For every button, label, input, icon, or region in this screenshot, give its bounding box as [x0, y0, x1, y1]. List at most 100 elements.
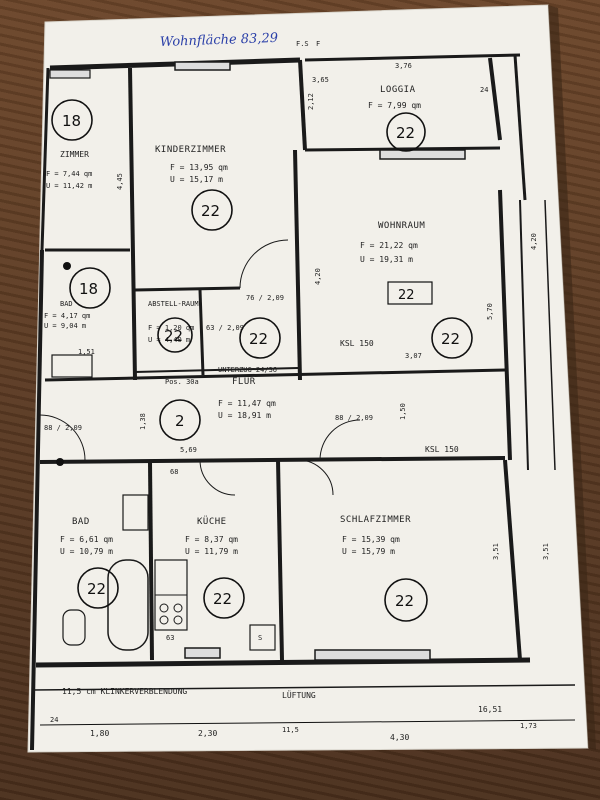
paper-shadow: [548, 5, 596, 750]
flur-area: F = 11,47 qm: [218, 399, 276, 408]
bad-small-name: BAD: [60, 300, 73, 308]
dim-b5: 1,73: [520, 722, 537, 730]
svg-text:22: 22: [249, 330, 268, 348]
wohnraum-area: F = 21,22 qm: [360, 241, 418, 250]
lueftung-label: LÜFTUNG: [282, 690, 316, 700]
dim-5-69: 5,69: [180, 446, 197, 454]
svg-text:22: 22: [396, 124, 415, 142]
plan-walls: [30, 53, 576, 751]
ksl-top: KSL 150: [340, 339, 374, 348]
dim-3-07: 3,07: [405, 352, 422, 360]
room-schlafzimmer: SCHLAFZIMMER F = 15,39 qm U = 15,79 m: [340, 515, 411, 556]
dim-1-50: 1,50: [399, 403, 407, 420]
loggia-dim-side: 2,12: [307, 93, 315, 110]
door-88-left: 88 / 2,09: [44, 424, 82, 432]
svg-text:22: 22: [164, 327, 183, 345]
dim-b2: 2,30: [198, 729, 217, 738]
s-mark: S: [258, 634, 262, 642]
code-circle-bad: 22: [77, 567, 119, 609]
bad-area: F = 6,61 qm: [60, 535, 113, 544]
code-circle-abstell: 22: [157, 317, 193, 353]
bad-small-perimeter: U = 9,04 m: [44, 322, 86, 330]
unterzug-label: UNTERZUG 24/36: [218, 366, 277, 374]
svg-text:22: 22: [201, 202, 220, 220]
loggia-name: LOGGIA: [380, 85, 416, 95]
schlaf-area: F = 15,39 qm: [342, 535, 400, 544]
room-kinderzimmer: KINDERZIMMER F = 13,95 qm U = 15,17 m 4,…: [116, 145, 228, 190]
svg-text:18: 18: [62, 112, 81, 130]
wohnraum-box-code: 22: [398, 288, 415, 303]
hole-bottom: [56, 458, 64, 466]
loggia-dim-width: 3,76: [395, 62, 412, 70]
kueche-area: F = 8,37 qm: [185, 535, 238, 544]
zimmer-left-perimeter: U = 11,42 m: [46, 182, 92, 190]
code-circle-kueche: 22: [203, 577, 245, 619]
schlaf-perimeter: U = 15,79 m: [342, 547, 395, 556]
abstell-door: 63 / 2,09: [206, 324, 244, 332]
dim-b1: 1,80: [90, 729, 109, 738]
code-circle-hall: 22: [239, 317, 281, 359]
code-circle-schlaf: 22: [384, 578, 428, 622]
dim-3-51a: 3,51: [492, 543, 500, 560]
flur-name: FLUR: [232, 377, 256, 387]
abstell-name: ABSTELL-RAUM: [148, 300, 199, 308]
bad-perimeter: U = 10,79 m: [60, 547, 113, 556]
room-zimmer-left: ZIMMER F = 7,44 qm U = 11,42 m: [46, 150, 92, 190]
dim-63: 63: [166, 634, 174, 642]
loggia-dim-left: 3,65: [312, 76, 329, 84]
dim-b7: 11,5: [282, 726, 299, 734]
mark-fs: F.S: [296, 40, 309, 48]
kinderzimmer-perimeter: U = 15,17 m: [170, 175, 223, 184]
wohnraum-name: WOHNRAUM: [378, 221, 425, 231]
room-flur: FLUR F = 11,47 qm U = 18,91 m 88 / 2,09: [218, 377, 373, 422]
kueche-perimeter: U = 11,79 m: [185, 547, 238, 556]
room-loggia: LOGGIA F = 7,99 qm 3,76 3,65 2,12 24: [307, 62, 488, 110]
door-76: 76 / 2,09: [246, 294, 284, 302]
flur-perimeter: U = 18,91 m: [218, 411, 271, 420]
abstell-perimeter: U = 4,40 m: [148, 336, 190, 344]
hole-top: [63, 262, 71, 270]
zimmer-left-name: ZIMMER: [60, 150, 89, 159]
dim-1-51: 1,51: [78, 348, 95, 356]
flur-door: 88 / 2,09: [335, 414, 373, 422]
dim-4-20: 4,20: [530, 233, 538, 250]
kinderzimmer-area: F = 13,95 qm: [170, 163, 228, 172]
bottom-dimensions: 1,80 2,30 4,30 16,51 1,73 24 11,5: [39, 705, 576, 742]
svg-text:22: 22: [213, 590, 232, 608]
pos-label: Pos. 30a: [165, 378, 199, 386]
wohnraum-box: [387, 281, 433, 305]
wohnraum-dim-r: 5,70: [486, 303, 494, 320]
dim-3-51b: 3,51: [542, 543, 550, 560]
klinker-label: 11,5 cm KLINKERVERBLENDUNG: [62, 687, 187, 696]
code-circle-wohn: 22: [431, 317, 473, 359]
svg-text:22: 22: [87, 580, 106, 598]
room-codes: 18 22 22 18 22 22 22 2 22 22 22: [51, 99, 473, 622]
bad-small-area: F = 4,17 qm: [44, 312, 90, 320]
svg-text:22: 22: [441, 330, 460, 348]
kinderzimmer-name: KINDERZIMMER: [155, 145, 226, 155]
zimmer-left-area: F = 7,44 qm: [46, 170, 92, 178]
svg-text:2: 2: [175, 412, 185, 430]
code-circle-flur: 2: [159, 399, 201, 441]
loggia-dim-right: 24: [480, 86, 488, 94]
abstell-area: F = 1,20 qm: [148, 324, 194, 332]
ksl-bottom: KSL 150: [425, 445, 459, 454]
code-circle-loggia: 22: [386, 112, 426, 152]
dim-1-38: 1,38: [139, 413, 147, 430]
loggia-area: F = 7,99 qm: [368, 101, 421, 110]
kinderzimmer-dim: 4,45: [116, 173, 124, 190]
handwritten-title: Wohnfläche 83,29: [160, 31, 279, 50]
room-bad: BAD F = 6,61 qm U = 10,79 m: [60, 517, 113, 556]
kueche-name: KÜCHE: [197, 516, 227, 527]
dim-b3: 4,30: [390, 733, 409, 742]
mark-f: F: [316, 40, 320, 48]
schlaf-name: SCHLAFZIMMER: [340, 515, 411, 525]
code-circle-kinder: 22: [191, 189, 233, 231]
bad-name: BAD: [72, 517, 90, 527]
svg-text:22: 22: [395, 592, 414, 610]
code-circle-zimmer: 18: [51, 99, 93, 141]
room-kueche: KÜCHE F = 8,37 qm U = 11,79 m: [185, 516, 238, 556]
svg-text:18: 18: [79, 280, 98, 298]
dim-68: 68: [170, 468, 178, 476]
